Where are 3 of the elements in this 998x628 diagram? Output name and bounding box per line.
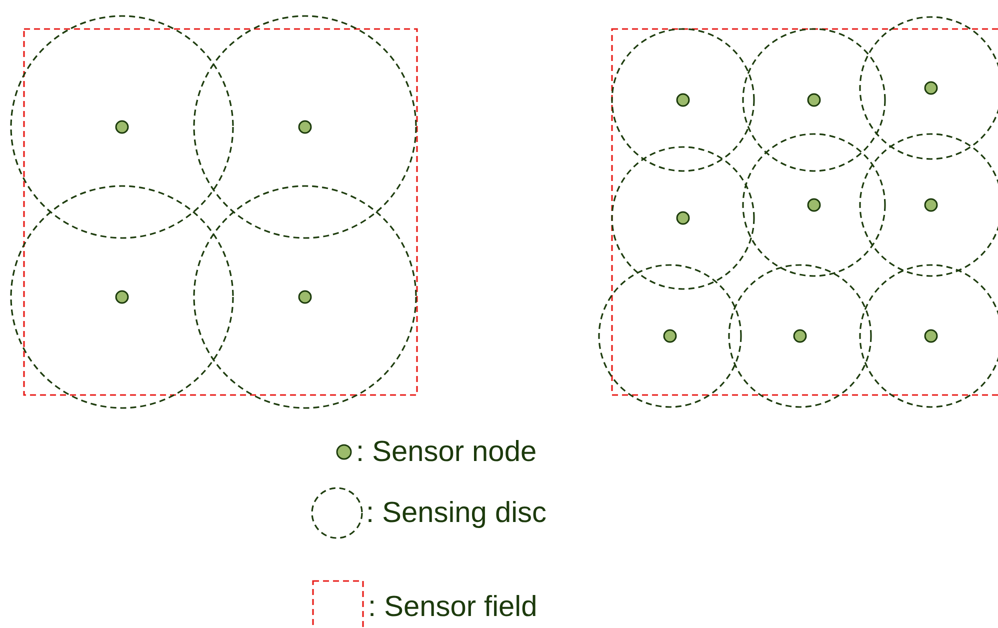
legend-label: : Sensor node [356, 436, 537, 468]
legend-label: : Sensing disc [366, 496, 547, 530]
legend-label: : Sensor field [368, 590, 538, 624]
